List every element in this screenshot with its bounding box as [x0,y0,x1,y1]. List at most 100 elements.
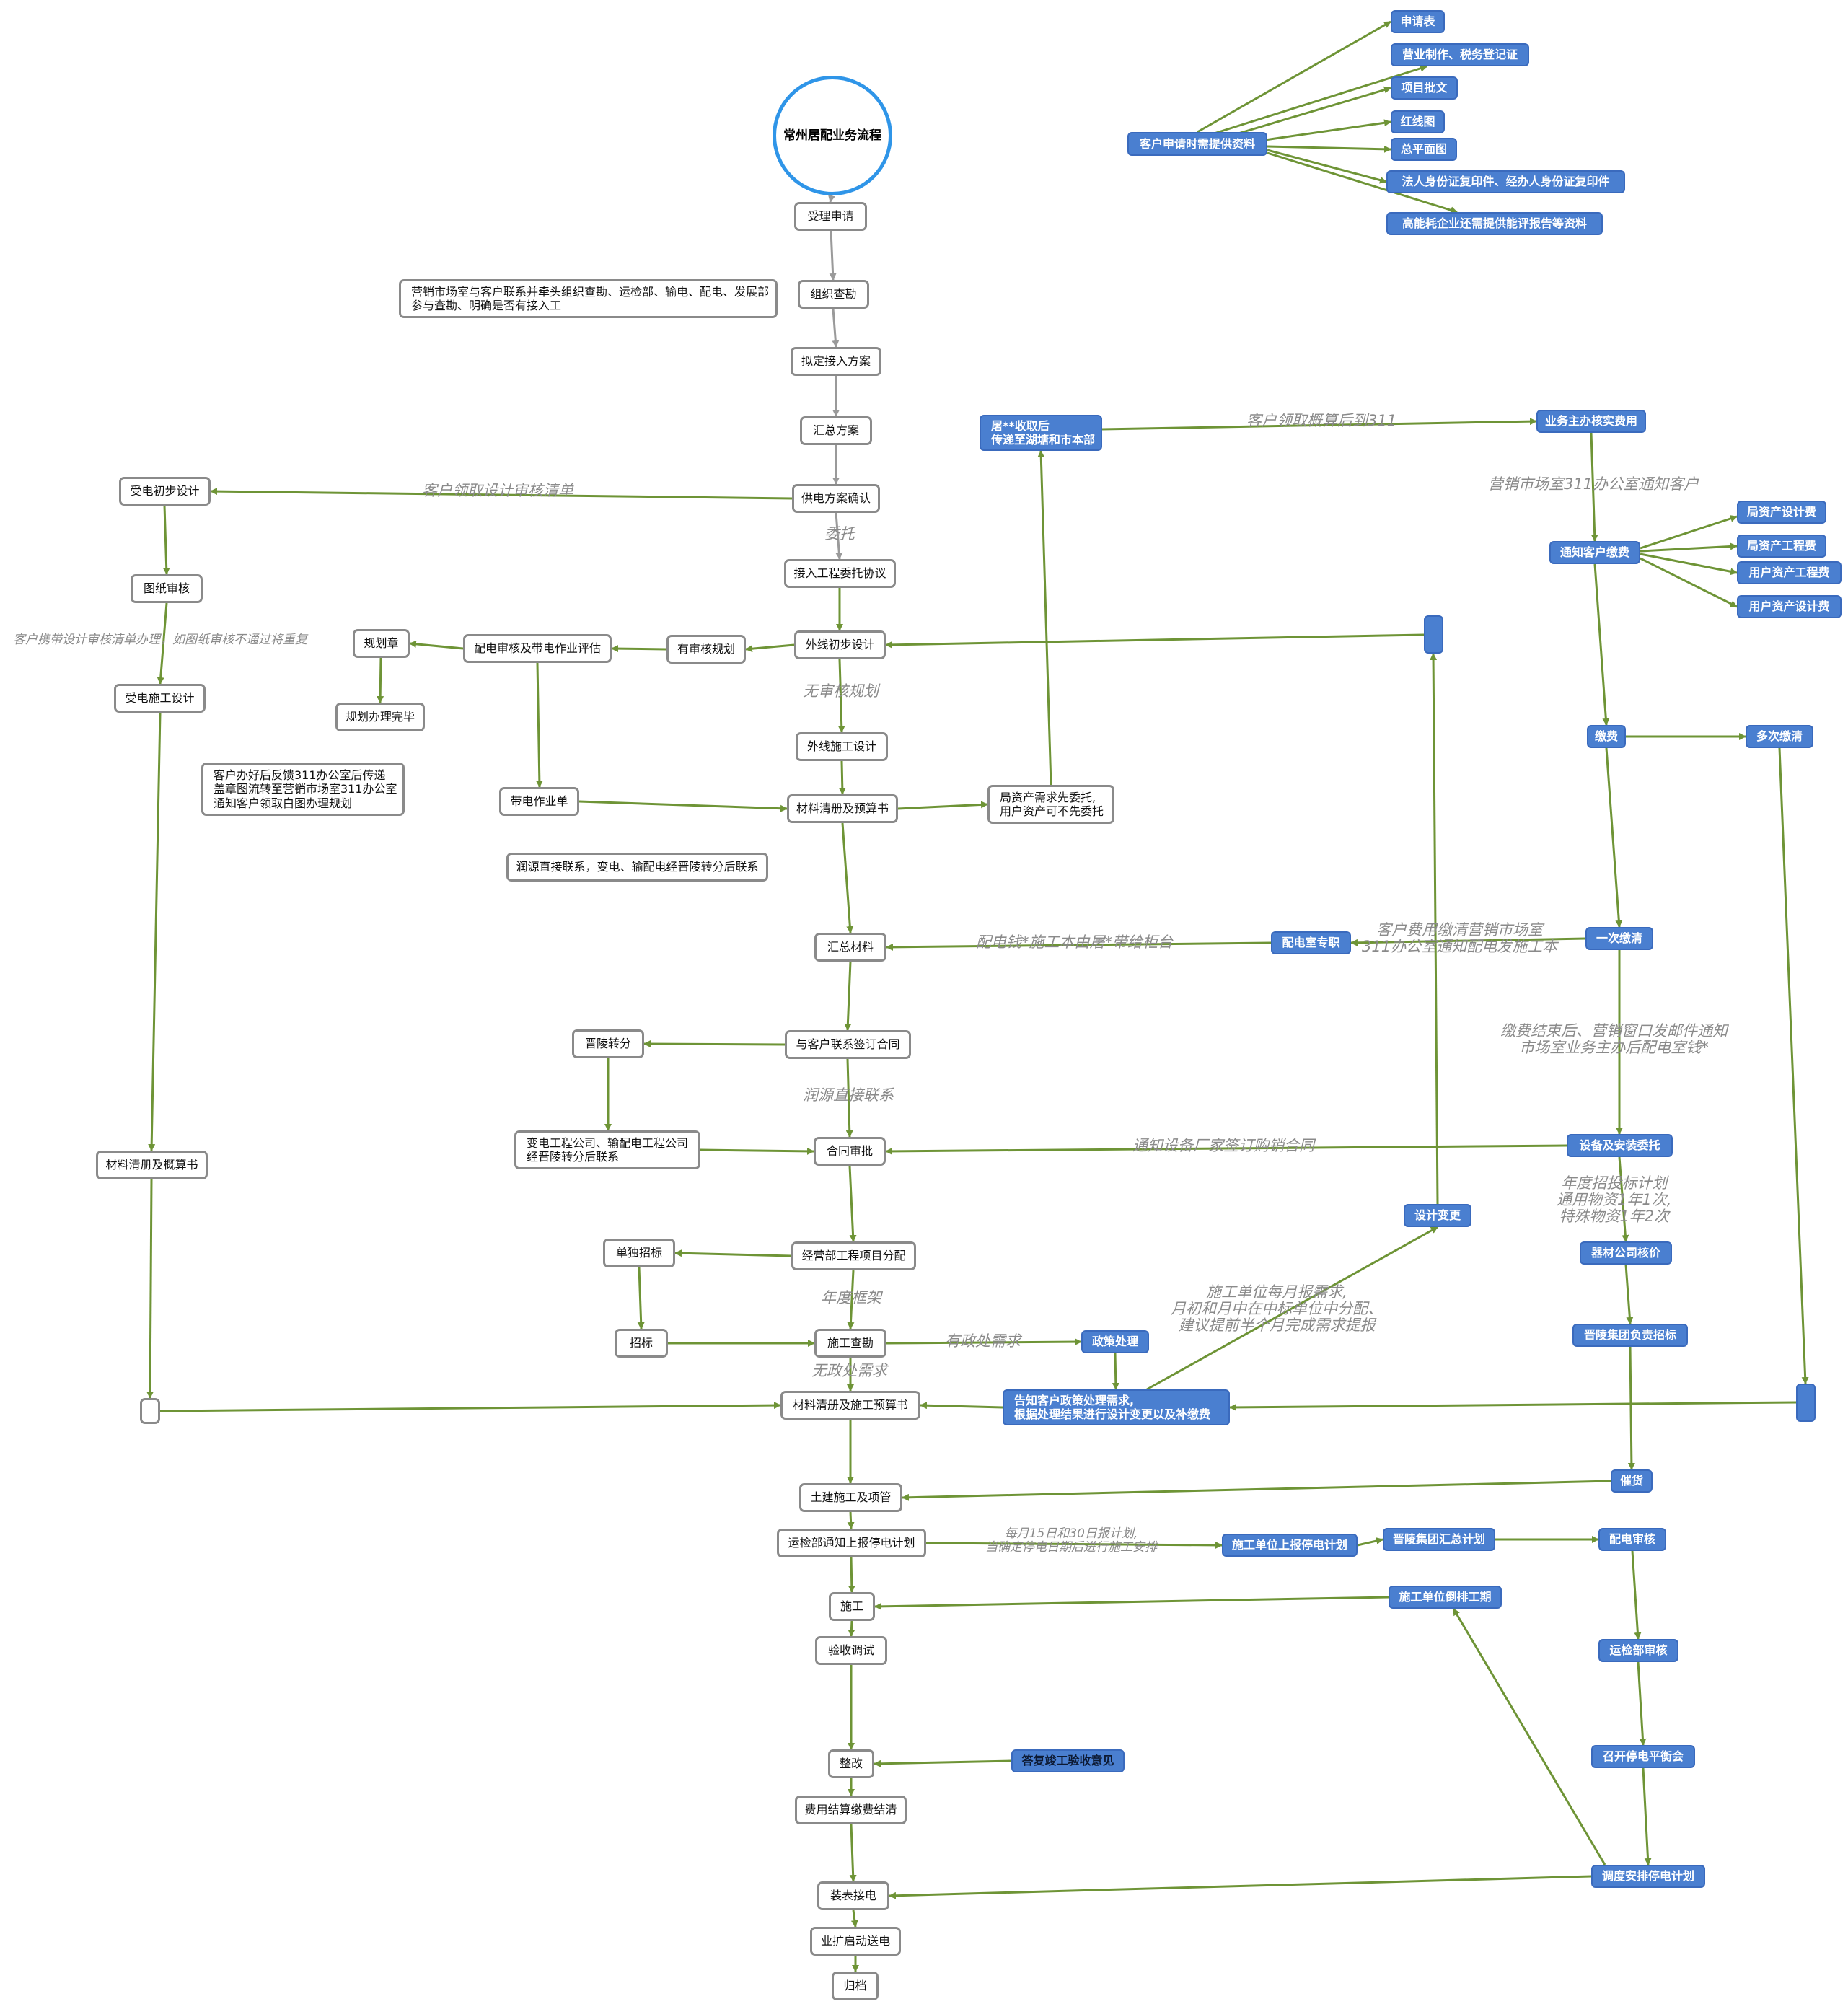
node-live-work-order[interactable]: 带电作业单 [499,787,579,816]
node-receiving-construction-design[interactable]: 受电施工设计 [114,684,206,713]
node-distribution-check[interactable]: 配电审核 [1598,1528,1666,1551]
node-accept-application[interactable]: 受理申请 [794,202,867,231]
node-site-plan[interactable]: 总平面图 [1391,138,1457,161]
edge-zktd-ddap [1642,1767,1652,1865]
node-application-form[interactable]: 申请表 [1391,10,1445,33]
edge-tzjf-jzsj [1640,515,1738,550]
node-energize[interactable]: 业扩启动送电 [810,1927,901,1956]
edge-zbjd-ykqd [850,1909,858,1928]
node-summarize-materials[interactable]: 汇总材料 [814,933,886,962]
root-node[interactable]: 常州居配业务流程 [773,76,892,195]
node-verify-fees[interactable]: 业务主办核实费用 [1536,410,1646,433]
node-construction[interactable]: 施工 [829,1592,875,1621]
node-bureau-design-fee[interactable]: 局资产设计费 [1737,501,1826,524]
node-external-construction-design[interactable]: 外线施工设计 [796,732,888,761]
node-single-tender[interactable]: 单独招标 [603,1239,675,1267]
node-acceptance-test[interactable]: 验收调试 [815,1636,887,1665]
edge-clqd-hzcl [841,822,854,933]
node-fee-settlement[interactable]: 费用结算缴费结清 [795,1796,907,1824]
node-drawing-review[interactable]: 图纸审核 [131,574,203,603]
edge-jl1-sgys [159,1402,781,1412]
edge-pdsh-ddzy [535,662,543,788]
node-collect-transfer[interactable]: 屠**收取后 传递至湖塘和市本部 [980,415,1102,451]
node-external-prelim-design[interactable]: 外线初步设计 [794,630,886,659]
node-distribution-staff[interactable]: 配电室专职 [1271,931,1351,954]
node-civil-construction[interactable]: 土建施工及项管 [799,1483,902,1512]
node-notify-payment[interactable]: 通知客户缴费 [1549,541,1640,564]
node-planning-done[interactable]: 规划办理完毕 [335,703,425,731]
node-construction-survey[interactable]: 施工查勘 [814,1329,886,1358]
edge-wxcs-ysgh [745,643,795,653]
label-bring-design-list: 客户携带设计审核清单办理，如图纸审核不通过将重复 [13,633,307,647]
edge-xmfp-sgkc [847,1270,855,1330]
node-contract-approval[interactable]: 合同审批 [814,1137,886,1166]
node-summarize-plan[interactable]: 汇总方案 [800,416,872,445]
node-receiving-prelim-design[interactable]: 受电初步设计 [119,477,211,506]
node-expedite[interactable]: 催货 [1611,1469,1653,1493]
node-has-review-plan[interactable]: 有审核规划 [666,635,746,664]
edge-sbwt-qchj [1618,1156,1629,1242]
node-asset-commission[interactable]: 局资产需求先委托, 用户资产可不先委托 [987,785,1114,824]
edge-yjsh-zktd [1637,1661,1647,1746]
node-energy-report[interactable]: 高能耗企业还需提供能评报告等资料 [1386,212,1603,235]
node-material-budget[interactable]: 材料清册及预算书 [787,794,898,823]
node-dispatch-schedule[interactable]: 调度安排停电计划 [1591,1865,1705,1888]
node-user-design-fee[interactable]: 用户资产设计费 [1737,595,1842,618]
edge-gdqr-jrxy [835,512,843,560]
node-redline-map[interactable]: 红线图 [1391,110,1445,133]
label-policy-needed: 有政处需求 [945,1332,1021,1350]
node-outage-meeting[interactable]: 召开停电平衡会 [1591,1745,1695,1768]
label-collect-design-list: 客户领取设计审核清单 [422,482,573,499]
node-multi-payment[interactable]: 多次缴清 [1746,725,1813,748]
node-id-copies[interactable]: 法人身份证复印件、经办人身份证复印件 [1386,170,1625,193]
edge-sjbg-jl2 [1430,653,1439,1205]
node-meter-install[interactable]: 装表接电 [817,1881,889,1910]
node-jinling-transfer[interactable]: 晋陵转分 [572,1029,644,1058]
node-access-agreement[interactable]: 接入工程委托协议 [784,559,896,588]
edge-khsq-gnh [1267,151,1458,214]
node-policy-handling[interactable]: 政策处理 [1081,1330,1149,1353]
node-project-approval[interactable]: 项目批文 [1391,76,1458,100]
node-rectification[interactable]: 整改 [828,1749,874,1778]
node-report-outage[interactable]: 施工单位上报停电计划 [1222,1534,1358,1557]
edge-khsq-xmpw [1226,86,1391,139]
label-collect-estimate: 客户领取概算后到311 [1246,412,1397,429]
node-single-payment[interactable]: 一次缴清 [1585,927,1653,950]
node-inform-policy[interactable]: 告知客户政策处理需求, 根据处理结果进行设计变更以及补缴费 [1003,1389,1230,1425]
node-payment[interactable]: 缴费 [1587,725,1626,748]
edge-sbwt-htsp [885,1144,1567,1155]
node-sign-contract[interactable]: 与客户联系签订合同 [785,1030,911,1059]
node-material-estimate[interactable]: 材料清册及概算书 [96,1151,208,1179]
edge-khsq-hxt [1254,119,1391,143]
node-distribution-review[interactable]: 配电审核及带电作业评估 [463,634,612,663]
node-equipment-pricing[interactable]: 器材公司核价 [1580,1241,1672,1265]
node-outage-plan-notice[interactable]: 运检部通知上报停电计划 [777,1529,926,1557]
node-reverse-schedule[interactable]: 施工单位倒排工期 [1389,1586,1502,1609]
edge-ch-tjsg [902,1480,1611,1501]
label-monthly-plan: 每月15日和30日报计划, 当确定停电日期后进行施工安排 [985,1526,1157,1555]
node-project-allocation[interactable]: 经营部工程项目分配 [791,1241,916,1270]
node-user-engineering-fee[interactable]: 用户资产工程费 [1737,561,1842,584]
edge-sgtd-jlhz [1357,1537,1383,1547]
node-construction-budget[interactable]: 材料清册及施工预算书 [780,1391,920,1420]
edge-jzcz-jsqh [1037,450,1052,786]
edge-wxcs-wxsg [837,659,845,733]
edge-ddap-zbjd [889,1875,1592,1899]
node-organize-survey[interactable]: 组织查勘 [798,280,869,309]
node-ops-review[interactable]: 运检部审核 [1598,1639,1678,1662]
node-archive[interactable]: 归档 [832,1972,879,2000]
node-equipment-commission[interactable]: 设备及安装委托 [1567,1134,1673,1157]
node-jinling-tender[interactable]: 晋陵集团负责招标 [1572,1324,1688,1347]
edge-ddzy-clqd [578,800,788,812]
node-customer-materials[interactable]: 客户申请时需提供资料 [1127,132,1267,156]
node-supply-plan-confirm[interactable]: 供电方案确认 [792,484,880,513]
node-draft-access-plan[interactable]: 拟定接入方案 [791,347,881,376]
node-business-license[interactable]: 营业制作、税务登记证 [1391,43,1529,66]
node-substation-company[interactable]: 变电工程公司、输配电工程公司 经晋陵转分后联系 [514,1130,700,1169]
node-bureau-engineering-fee[interactable]: 局资产工程费 [1737,535,1826,558]
node-tender[interactable]: 招标 [615,1329,668,1358]
node-jinling-summary[interactable]: 晋陵集团汇总计划 [1383,1528,1495,1551]
node-planning-seal[interactable]: 规划章 [353,629,410,658]
node-design-change[interactable]: 设计变更 [1404,1204,1471,1227]
node-acceptance-reply[interactable]: 答复竣工验收意见 [1011,1749,1125,1772]
